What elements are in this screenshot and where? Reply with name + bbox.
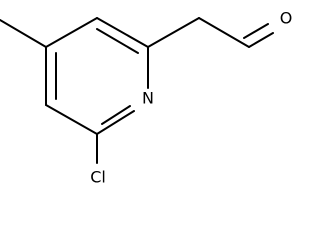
bond-c5-c6 bbox=[45, 104, 98, 135]
bond-c6-n1 bbox=[96, 110, 135, 135]
bond-c2-c3 bbox=[96, 17, 149, 48]
structure-svg: N O Cl bbox=[0, 9, 293, 187]
bond-methyl bbox=[0, 19, 47, 48]
bond-c3-c4 bbox=[45, 17, 98, 48]
bond-ring-ch2 bbox=[147, 17, 200, 48]
chlorine-label: Cl bbox=[90, 168, 106, 187]
bond-c-o-2 bbox=[243, 23, 269, 39]
bond-c6-n1-inner bbox=[101, 105, 131, 125]
bond-ch2-cho bbox=[198, 17, 250, 48]
oxygen-label: O bbox=[280, 9, 293, 28]
nitrogen-label: N bbox=[142, 89, 154, 108]
bond-c2-c3-inner bbox=[96, 28, 139, 54]
bond-c-o-1 bbox=[248, 32, 274, 48]
molecule-diagram: N O Cl bbox=[0, 8, 293, 187]
